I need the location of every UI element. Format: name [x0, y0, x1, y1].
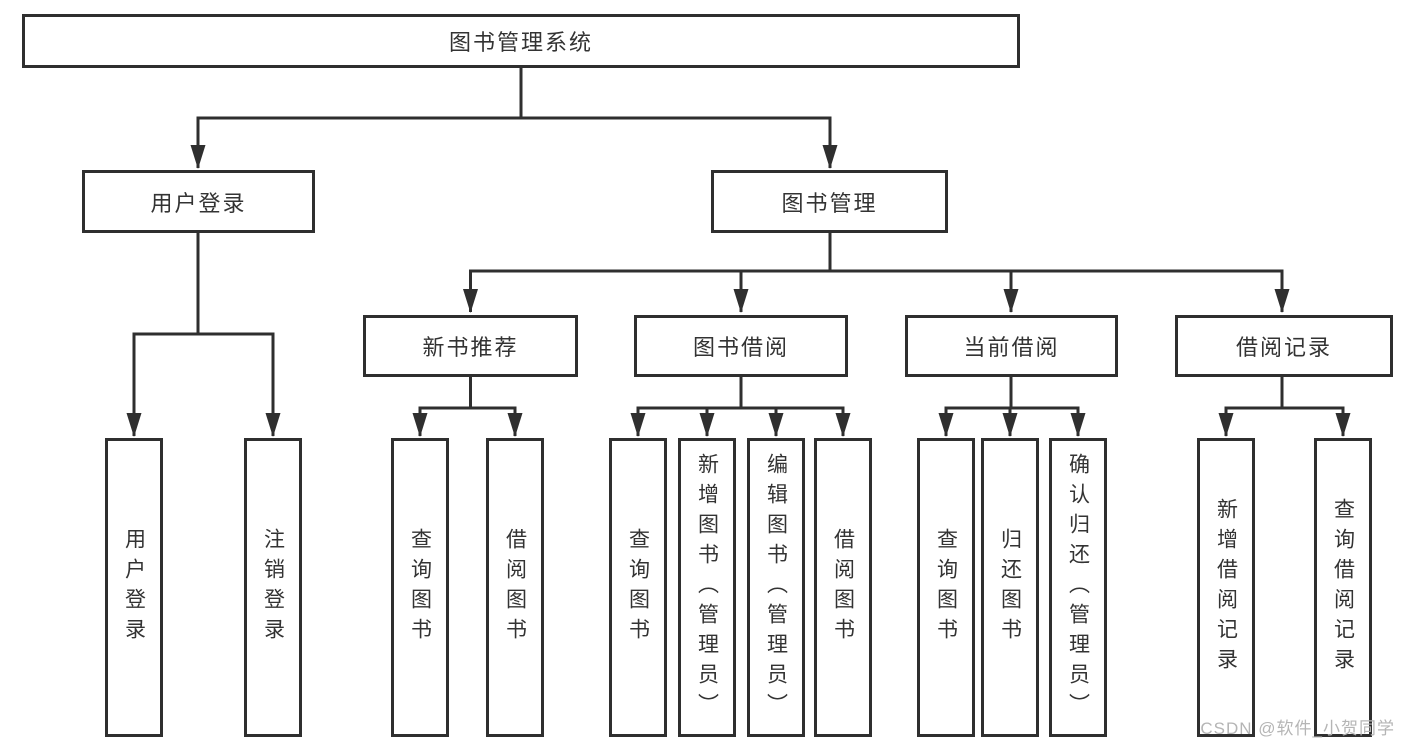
node-new-book-recommend-label: 新书推荐 — [422, 335, 519, 360]
node-book-borrow-label: 图书借阅 — [692, 335, 789, 360]
leaf-user-login-label: 用户登录 — [122, 527, 146, 648]
leaf-query-borrow-record-label: 查询借阅记录 — [1331, 497, 1355, 678]
connector-current-borrow — [938, 377, 1086, 437]
node-current-borrow-label: 当前借阅 — [963, 335, 1060, 360]
node-root: 图书管理系统 — [22, 14, 1020, 68]
leaf-return-books-label: 归还图书 — [998, 527, 1022, 648]
leaf-borrow-query-books-label: 查询图书 — [626, 527, 650, 648]
leaf-recommend-query-books-label: 查询图书 — [408, 527, 432, 648]
connector-book-borrow — [630, 377, 851, 437]
node-book-borrow: 图书借阅 — [634, 315, 848, 377]
leaf-borrow-query-books: 查询图书 — [609, 438, 667, 737]
leaf-current-query-books-label: 查询图书 — [934, 527, 958, 648]
node-borrow-records-label: 借阅记录 — [1235, 335, 1332, 360]
leaf-add-borrow-record: 新增借阅记录 — [1197, 438, 1255, 737]
leaf-query-borrow-record: 查询借阅记录 — [1314, 438, 1372, 737]
leaf-logout: 注销登录 — [244, 438, 302, 737]
node-new-book-recommend: 新书推荐 — [363, 315, 578, 377]
node-root-label: 图书管理系统 — [448, 30, 593, 55]
leaf-recommend-borrow-books-label: 借阅图书 — [503, 527, 527, 648]
node-book-management-label: 图书管理 — [781, 190, 878, 216]
node-book-management: 图书管理 — [711, 170, 948, 233]
connector-new-book-recommend — [412, 377, 523, 437]
leaf-user-login: 用户登录 — [105, 438, 163, 737]
leaf-return-books: 归还图书 — [981, 438, 1039, 737]
leaf-add-books-admin-label: 新增图书（管理员） — [695, 452, 719, 723]
leaf-current-query-books: 查询图书 — [917, 438, 975, 737]
connector-user-login — [126, 233, 281, 437]
node-user-login-label: 用户登录 — [150, 190, 247, 216]
leaf-borrow-books: 借阅图书 — [814, 438, 872, 737]
leaf-edit-books-admin: 编辑图书（管理员） — [747, 438, 805, 737]
node-user-login: 用户登录 — [82, 170, 315, 233]
leaf-recommend-query-books: 查询图书 — [391, 438, 449, 737]
leaf-confirm-return-admin: 确认归还（管理员） — [1049, 438, 1107, 737]
leaf-confirm-return-admin-label: 确认归还（管理员） — [1066, 452, 1090, 723]
connector-book-management — [463, 233, 1290, 313]
node-borrow-records: 借阅记录 — [1175, 315, 1393, 377]
connector-root — [190, 68, 838, 169]
leaf-borrow-books-label: 借阅图书 — [831, 527, 855, 648]
csdn-watermark: CSDN @软件_小贺同学 — [1200, 719, 1395, 738]
leaf-add-borrow-record-label: 新增借阅记录 — [1214, 497, 1238, 678]
leaf-recommend-borrow-books: 借阅图书 — [486, 438, 544, 737]
leaf-add-books-admin: 新增图书（管理员） — [678, 438, 736, 737]
leaf-edit-books-admin-label: 编辑图书（管理员） — [764, 452, 788, 723]
node-current-borrow: 当前借阅 — [905, 315, 1118, 377]
leaf-logout-label: 注销登录 — [261, 527, 285, 648]
connector-borrow-records — [1218, 377, 1351, 437]
